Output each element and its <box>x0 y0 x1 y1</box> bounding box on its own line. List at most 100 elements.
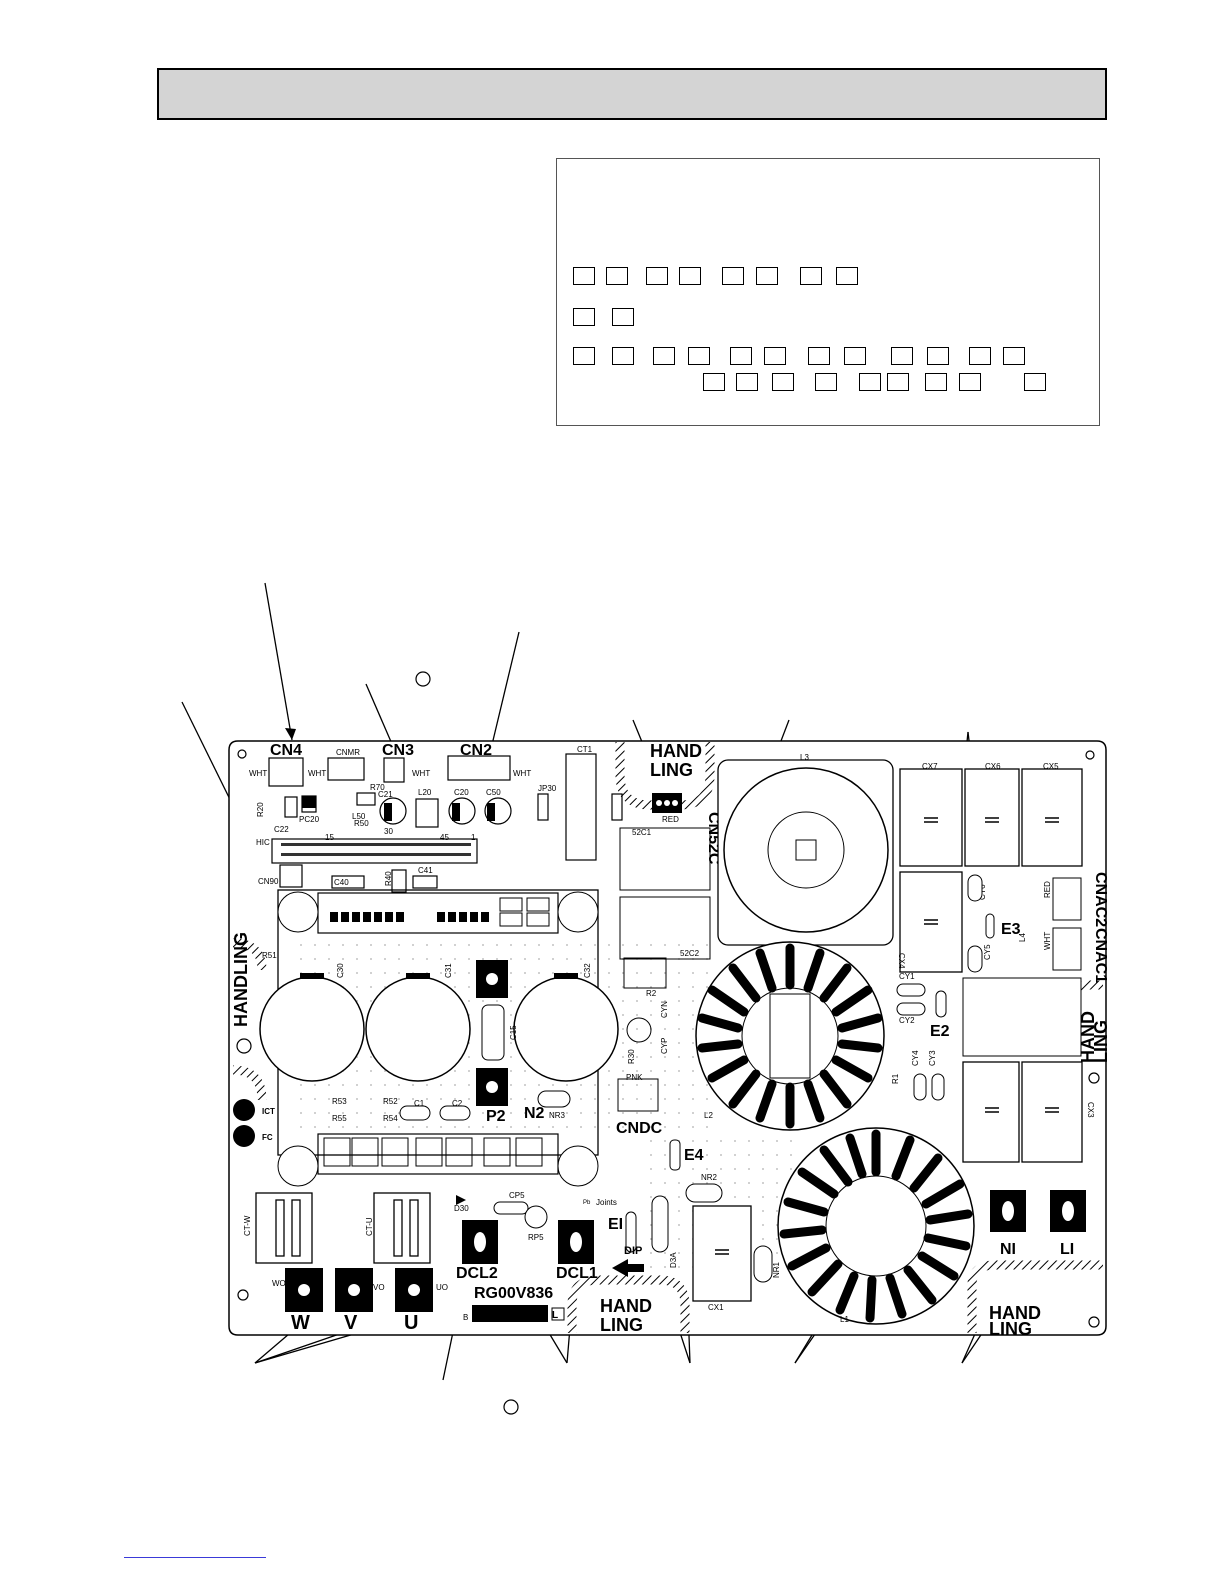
label-c32: C32 <box>583 963 592 978</box>
label-vo: VO <box>373 1283 385 1292</box>
terminal-hole <box>486 1081 498 1093</box>
right-bold-labels: E3 E2 CNAC2 CNAC1 NI LI <box>930 872 1109 1258</box>
info-box <box>556 158 1100 426</box>
label-r55: R55 <box>332 1114 347 1123</box>
label-jp30: JP30 <box>538 784 557 793</box>
label-ct1: CT1 <box>577 745 593 754</box>
label-board-code: RG00V836 <box>474 1285 553 1302</box>
cap-c15 <box>481 1004 505 1061</box>
terminal-hole <box>486 973 498 985</box>
label-cx4: CX4 <box>897 953 906 969</box>
label-e4: E4 <box>684 1147 704 1164</box>
label-pc20: PC20 <box>299 815 320 824</box>
label-p2: P2 <box>486 1108 506 1125</box>
header-bar <box>157 68 1107 120</box>
label-wo: WO <box>272 1279 286 1288</box>
label-cy5: CY5 <box>983 944 992 960</box>
info-cell <box>772 373 794 391</box>
label-li: LI <box>1060 1241 1074 1258</box>
info-cell <box>969 347 991 365</box>
info-cell <box>646 267 668 285</box>
info-cell <box>959 373 981 391</box>
label-cnac2: CNAC2 <box>1092 872 1109 927</box>
label-c50: C50 <box>486 788 501 797</box>
label-n45: 45 <box>440 833 449 842</box>
label-c22: C22 <box>274 825 289 834</box>
label-l3: L3 <box>800 753 809 762</box>
label-c30: C30 <box>336 963 345 978</box>
connector-pins <box>281 843 471 856</box>
handling-label: HANDLING <box>231 932 251 1027</box>
info-cell <box>800 267 822 285</box>
label-cnmr: CNMR <box>336 748 360 757</box>
label-red: RED <box>1043 881 1052 898</box>
toroid-l1 <box>777 1127 975 1325</box>
info-cell <box>612 347 634 365</box>
label-wht: WHT <box>412 769 430 778</box>
label-52c1: 52C1 <box>632 828 652 837</box>
label-cy3: CY3 <box>928 1050 937 1066</box>
label-v: V <box>344 1312 358 1334</box>
label-cndc: CNDC <box>616 1120 663 1137</box>
info-cell <box>756 267 778 285</box>
small-labels: CNMR CT1 WHT WHT WHT WHT R70 R20 C22 PC2… <box>249 745 593 887</box>
handling-label: HAND <box>650 741 702 761</box>
top-connectors <box>268 753 623 893</box>
info-cell <box>927 347 949 365</box>
info-cell <box>722 267 744 285</box>
label-ct-w: CT-W <box>243 1215 252 1236</box>
info-cell <box>764 347 786 365</box>
label-nr1: NR1 <box>772 1261 781 1278</box>
cap-c1 <box>399 1105 431 1121</box>
handling-label: LING <box>650 760 693 780</box>
label-cx5: CX5 <box>1043 762 1059 771</box>
info-cell <box>736 373 758 391</box>
info-cell <box>808 347 830 365</box>
label-l1: L1 <box>840 1315 849 1324</box>
terminal-hole <box>1062 1201 1074 1221</box>
label-b: B <box>463 1313 468 1322</box>
ct-labels: CT-W CT-U WO VO UO D30 CP5 RP5 Joints Pb… <box>243 1173 781 1322</box>
filled-parts <box>302 796 495 821</box>
label-dcl1: DCL1 <box>556 1265 598 1282</box>
info-cell <box>1003 347 1025 365</box>
module-labels: R51 C30 C31 C32 R53 R52 R55 R54 C1 C2 C1… <box>262 951 592 1142</box>
label-cyp: CYP <box>660 1038 669 1054</box>
label-uo: UO <box>436 1283 448 1292</box>
label-pb: Pb <box>583 1200 591 1206</box>
label-nr2: NR2 <box>701 1173 718 1182</box>
label-cx3: CX3 <box>1086 1102 1095 1118</box>
handling-label: LING <box>989 1319 1032 1339</box>
label-pnk: PNK <box>626 1073 643 1082</box>
label-n2: N2 <box>524 1105 545 1122</box>
output-terminals <box>285 1268 433 1312</box>
label-r1: R1 <box>891 1073 900 1084</box>
info-cell <box>1024 373 1046 391</box>
label-r20: R20 <box>256 802 265 817</box>
label-c21: C21 <box>378 790 393 799</box>
label-red: RED <box>662 815 679 824</box>
info-cell <box>730 347 752 365</box>
label-l20: L20 <box>418 788 432 797</box>
handling-labels: HAND LING HAND LING HAND LING HAND LING … <box>231 741 1111 1339</box>
label-52c2: 52C2 <box>680 949 700 958</box>
label-wht: WHT <box>308 769 326 778</box>
label-r53: R53 <box>332 1097 347 1106</box>
current-transformers <box>255 1192 431 1264</box>
label-c2: C2 <box>452 1099 463 1108</box>
cap-symbols <box>715 817 1059 1255</box>
info-cell <box>688 347 710 365</box>
info-cell <box>573 308 595 326</box>
info-cell <box>679 267 701 285</box>
y-capacitors <box>896 874 1082 1101</box>
handling-label: HAND <box>1078 1011 1098 1063</box>
label-c20: C20 <box>454 788 469 797</box>
label-cx7: CX7 <box>922 762 938 771</box>
handling-label: LING <box>600 1315 643 1335</box>
reference-circle <box>503 1399 519 1415</box>
info-cell <box>836 267 858 285</box>
label-cx6: CX6 <box>985 762 1001 771</box>
dcl-labels: DCL2 DCL1 EI RG00V836 L DIP <box>456 1216 642 1321</box>
label-cn3: CN3 <box>382 742 414 759</box>
label-e3: E3 <box>1001 921 1021 938</box>
